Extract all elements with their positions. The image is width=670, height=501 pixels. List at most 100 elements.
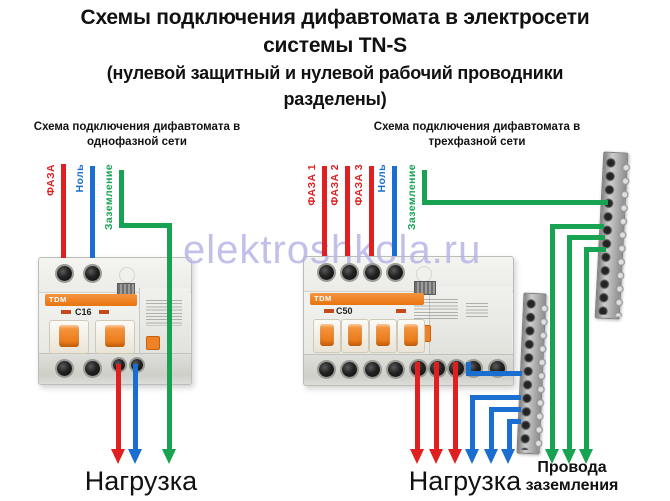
neutral-branch-1-down bbox=[470, 395, 475, 450]
breaker-rating: C16 bbox=[75, 307, 92, 317]
terminal-screw bbox=[365, 265, 380, 280]
differential-module bbox=[429, 287, 512, 355]
breaker-rating: C50 bbox=[336, 306, 353, 316]
ground-wire-elbow bbox=[119, 223, 172, 228]
brand-stripe: TDM bbox=[310, 293, 424, 305]
phase-wire-in bbox=[61, 164, 66, 258]
title-line-2: системы TN-S bbox=[263, 34, 407, 57]
neutral-wire-label: Ноль bbox=[376, 164, 388, 193]
breaker-toggle bbox=[369, 319, 397, 353]
brand-stripe: TDM bbox=[45, 294, 137, 306]
breaker-toggle bbox=[49, 320, 89, 354]
phase2-wire-in bbox=[345, 166, 350, 256]
ground-branch-2 bbox=[567, 235, 605, 240]
phase-wire-out bbox=[116, 364, 121, 450]
toggle-lever bbox=[59, 325, 79, 347]
phase2-wire-out bbox=[434, 362, 439, 450]
ground-arrow bbox=[162, 449, 176, 464]
terminal-screw bbox=[365, 362, 380, 377]
terminal-screw bbox=[85, 266, 100, 281]
breaker-bottom-terminals bbox=[304, 354, 513, 385]
phase1-wire-out bbox=[415, 362, 420, 450]
neutral-wire-out bbox=[466, 362, 471, 376]
three-phase-breaker: TDM C50 bbox=[303, 256, 514, 386]
phase1-wire-in bbox=[322, 166, 327, 256]
marking-dash bbox=[396, 309, 406, 313]
fine-print bbox=[414, 299, 458, 321]
brand-logo: TDM bbox=[49, 295, 67, 304]
neutral-branch-3-down bbox=[507, 419, 512, 450]
neutral-wire-in bbox=[90, 166, 95, 258]
three-phase-subtitle-line2: трехфазной сети bbox=[428, 135, 526, 148]
ground-branch-1-down bbox=[550, 224, 555, 450]
breaker-top-terminals bbox=[39, 258, 191, 293]
single-phase-subtitle: Схема подключения дифавтомата в однофазн… bbox=[12, 120, 262, 149]
ground-arrow-2 bbox=[562, 449, 576, 464]
terminal-screw bbox=[57, 361, 72, 376]
neutral-branch-2 bbox=[489, 407, 521, 412]
ground-wires-label: Провода заземления bbox=[517, 459, 627, 494]
three-phase-load-label: Нагрузка bbox=[408, 466, 522, 496]
ground-wires-label-line1: Провода bbox=[537, 459, 607, 476]
three-phase-subtitle: Схема подключения дифавтомата в трехфазн… bbox=[352, 120, 602, 149]
phase-arrow bbox=[111, 449, 125, 464]
terminal-screw bbox=[388, 362, 403, 377]
ground-arrow-3 bbox=[579, 449, 593, 464]
toggle-lever bbox=[105, 325, 125, 347]
phase3-wire-label: ФАЗА 3 bbox=[353, 164, 365, 206]
neutral-arrow-2 bbox=[484, 449, 498, 464]
neutral-wire-to-busbar bbox=[466, 371, 522, 376]
neutral-wire-label: Ноль bbox=[74, 164, 86, 193]
page-title: Схемы подключения дифавтомата в электрос… bbox=[0, 4, 670, 112]
fine-print bbox=[146, 300, 182, 326]
title-line-1: Схемы подключения дифавтомата в электрос… bbox=[80, 6, 590, 29]
marking-dash bbox=[324, 309, 334, 313]
ground-arrow-1 bbox=[545, 449, 559, 464]
title-line-3: (нулевой защитный и нулевой рабочий пров… bbox=[106, 63, 564, 83]
busbar-side-screws bbox=[613, 161, 631, 317]
ground-branch-2-down bbox=[567, 235, 572, 450]
neutral-branch-2-down bbox=[489, 407, 494, 450]
differential-module bbox=[139, 288, 190, 354]
ground-branch-3-down bbox=[584, 247, 589, 450]
toggle-lever bbox=[376, 324, 390, 346]
phase3-wire-in bbox=[369, 166, 374, 256]
breaker-top-terminals bbox=[304, 257, 513, 292]
breaker-toggle bbox=[341, 319, 369, 353]
ground-wire-label: Заземление bbox=[103, 164, 115, 231]
watermark: elektroshkola.ru bbox=[183, 228, 482, 272]
ground-wire-to-busbar bbox=[422, 200, 608, 205]
neutral-wire-out bbox=[133, 364, 138, 450]
phase1-arrow bbox=[410, 449, 424, 464]
marking-dash bbox=[99, 310, 109, 314]
terminal-screw bbox=[319, 265, 334, 280]
terminal-screw bbox=[388, 265, 403, 280]
single-phase-load-label: Нагрузка bbox=[84, 466, 198, 496]
single-phase-subtitle-line1: Схема подключения дифавтомата в bbox=[33, 121, 241, 133]
terminal-screw bbox=[342, 362, 357, 377]
phase2-arrow bbox=[429, 449, 443, 464]
neutral-branch-1 bbox=[470, 395, 521, 400]
ground-wires-label-line2: заземления bbox=[525, 476, 619, 494]
terminal-screw bbox=[342, 265, 357, 280]
three-phase-subtitle-line1: Схема подключения дифавтомата в bbox=[373, 121, 581, 133]
ground-wire-vertical bbox=[119, 170, 124, 226]
terminal-screw bbox=[57, 266, 72, 281]
single-phase-subtitle-line2: однофазной сети bbox=[86, 135, 188, 148]
neutral-arrow-3 bbox=[501, 449, 515, 464]
terminal-screw bbox=[319, 362, 334, 377]
neutral-wire-in bbox=[392, 166, 397, 256]
toggle-lever bbox=[320, 324, 334, 346]
single-phase-breaker: TDM C16 bbox=[38, 257, 192, 385]
ground-branch-3 bbox=[584, 247, 606, 252]
neutral-branch-3 bbox=[507, 419, 521, 424]
neutral-arrow-1 bbox=[465, 449, 479, 464]
mount-hole bbox=[119, 267, 135, 283]
title-line-4: разделены) bbox=[283, 89, 387, 109]
ground-branch-1 bbox=[550, 224, 604, 229]
toggle-lever bbox=[404, 324, 418, 346]
fine-print bbox=[466, 303, 488, 317]
breaker-toggle bbox=[95, 320, 135, 354]
phase1-wire-label: ФАЗА 1 bbox=[306, 164, 318, 206]
breaker-toggle bbox=[397, 319, 425, 353]
